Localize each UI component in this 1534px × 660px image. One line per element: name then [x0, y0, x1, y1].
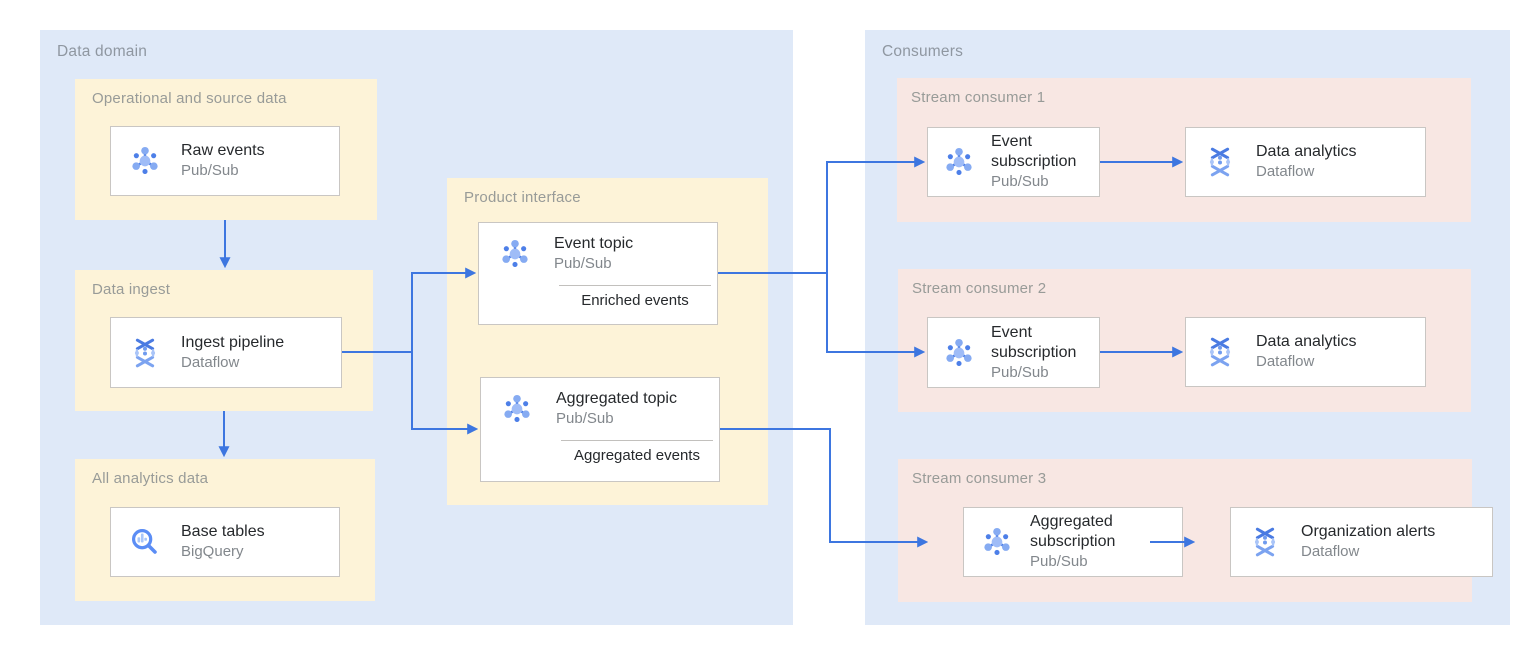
card-title: Data analytics — [1256, 333, 1357, 350]
stream-consumer-2-label: Stream consumer 2 — [912, 280, 1047, 297]
divider — [561, 440, 713, 441]
card-subtitle: Dataflow — [181, 353, 240, 371]
card-subtitle: Dataflow — [1256, 353, 1315, 370]
event-subscription-card: Event subscription Pub/Sub — [927, 317, 1100, 388]
aggregated-subscription-card: Aggregated subscription Pub/Sub — [963, 507, 1183, 577]
organization-alerts-card: Organization alerts Dataflow — [1230, 507, 1493, 577]
base-tables-card: Base tables BigQuery — [110, 507, 340, 577]
dataflow-icon — [1253, 527, 1277, 557]
data-ingest-group: Data ingest Ingest pipeline Dataflow — [75, 270, 373, 411]
stream-consumer-1-group: Stream consumer 1 Event subscription Pub… — [897, 78, 1471, 222]
raw-events-card: Raw events Pub/Sub — [110, 126, 340, 196]
aggregated-topic-card: Aggregated topic Pub/Sub Aggregated even… — [480, 377, 720, 482]
event-subscription-card: Event subscription Pub/Sub — [927, 127, 1100, 197]
topic-tag: Enriched events — [581, 292, 689, 309]
pubsub-icon — [945, 337, 973, 367]
product-interface-group: Product interface Event topic Pub/Sub En… — [447, 178, 768, 505]
card-title: Raw events — [181, 142, 265, 159]
card-subtitle: Pub/Sub — [554, 255, 612, 272]
data-analytics-card: Data analytics Dataflow — [1185, 317, 1426, 387]
bigquery-icon — [131, 528, 157, 554]
topic-tag: Aggregated events — [574, 447, 700, 464]
card-subtitle: Dataflow — [1301, 543, 1360, 560]
data-domain-label: Data domain — [57, 43, 148, 60]
operational-source-data-group: Operational and source data Raw events P… — [75, 79, 377, 220]
card-title: Ingest pipeline — [181, 333, 285, 351]
card-title: Event subscription — [991, 323, 1077, 361]
product-interface-label: Product interface — [464, 189, 581, 206]
pubsub-icon — [501, 238, 529, 269]
stream-consumer-3-group: Stream consumer 3 Aggregated subscriptio… — [898, 459, 1493, 602]
card-subtitle: Pub/Sub — [556, 410, 614, 427]
card-subtitle: Pub/Sub — [991, 173, 1049, 190]
data-domain-panel: Data domain Operational and source data … — [40, 30, 793, 625]
card-subtitle: Dataflow — [1256, 163, 1315, 180]
card-subtitle: BigQuery — [181, 543, 244, 560]
stream-consumer-1-label: Stream consumer 1 — [911, 89, 1046, 106]
operational-source-data-label: Operational and source data — [92, 90, 287, 107]
stream-consumer-2-group: Stream consumer 2 Event subscription Pub… — [898, 269, 1471, 412]
pubsub-icon — [945, 146, 973, 177]
data-analytics-card: Data analytics Dataflow — [1185, 127, 1426, 197]
pubsub-icon — [503, 393, 531, 424]
card-title: Event topic — [554, 235, 634, 252]
card-subtitle: Pub/Sub — [1030, 553, 1088, 570]
all-analytics-data-group: All analytics data Base tables BigQuery — [75, 459, 375, 601]
card-title: Aggregated subscription — [1030, 513, 1116, 550]
card-title: Base tables — [181, 523, 265, 540]
dataflow-icon — [133, 338, 157, 367]
pubsub-icon — [131, 145, 159, 176]
data-ingest-label: Data ingest — [92, 281, 171, 298]
card-title: Aggregated topic — [556, 390, 677, 407]
consumers-panel: Consumers Stream consumer 1 Event subscr… — [865, 30, 1510, 625]
card-title: Event subscription — [991, 133, 1077, 170]
dataflow-icon — [1208, 147, 1232, 177]
consumers-label: Consumers — [882, 43, 964, 60]
card-title: Organization alerts — [1301, 523, 1436, 540]
stream-consumer-3-label: Stream consumer 3 — [912, 470, 1047, 487]
ingest-pipeline-card: Ingest pipeline Dataflow — [110, 317, 342, 388]
card-title: Data analytics — [1256, 143, 1357, 160]
card-subtitle: Pub/Sub — [991, 363, 1049, 381]
all-analytics-data-label: All analytics data — [92, 470, 209, 487]
dataflow-icon — [1208, 337, 1232, 367]
divider — [559, 285, 711, 286]
pubsub-icon — [983, 526, 1011, 557]
event-topic-card: Event topic Pub/Sub Enriched events — [478, 222, 718, 325]
card-subtitle: Pub/Sub — [181, 162, 239, 179]
